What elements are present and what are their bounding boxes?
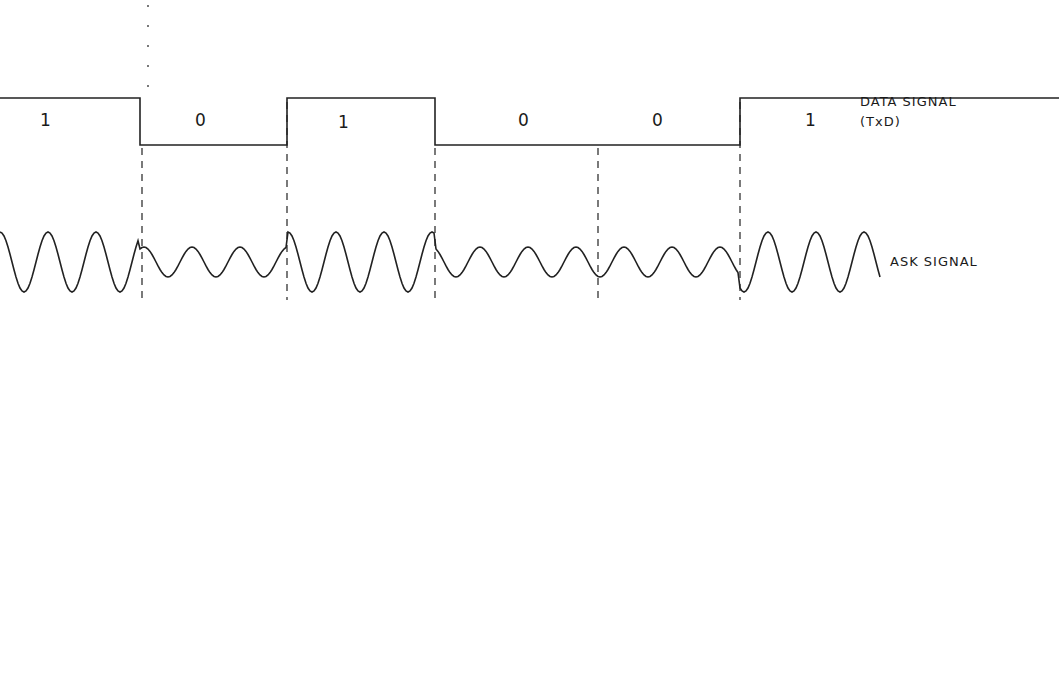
signal-name: ASK SIGNAL bbox=[890, 254, 978, 269]
ask-wave bbox=[0, 232, 880, 292]
dashed-marker bbox=[434, 148, 435, 300]
bit-value: 1 bbox=[805, 110, 816, 130]
bit-value: 0 bbox=[652, 110, 663, 130]
signal-name: DATA SIGNAL (TxD) bbox=[860, 92, 960, 131]
bit-value: 1 bbox=[40, 110, 51, 130]
bit-value: 0 bbox=[195, 110, 206, 130]
bit-value: 0 bbox=[518, 110, 529, 130]
dashed-marker bbox=[141, 148, 142, 300]
dotted-marker bbox=[147, 5, 148, 95]
dashed-marker bbox=[739, 102, 740, 300]
dashed-marker bbox=[286, 102, 287, 300]
bit-value: 1 bbox=[338, 112, 349, 132]
